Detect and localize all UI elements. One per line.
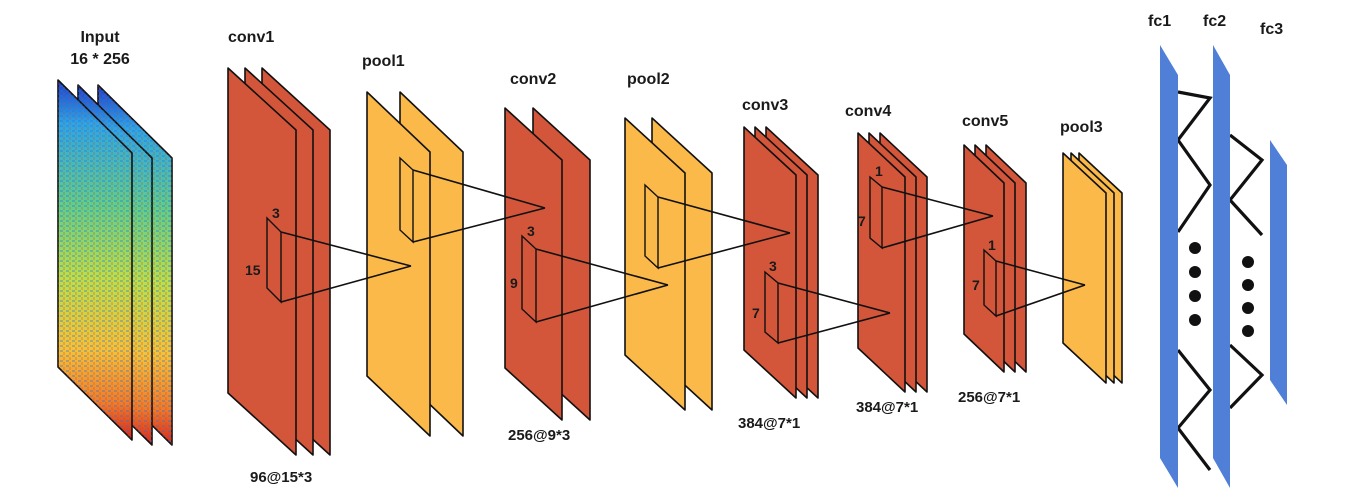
fc1-layer bbox=[1160, 45, 1178, 488]
pool2-label: pool2 bbox=[627, 71, 670, 88]
connector-conv3-conv4 bbox=[777, 282, 891, 344]
pool3-label: pool3 bbox=[1060, 119, 1103, 136]
conv2-label: conv2 bbox=[510, 71, 556, 88]
pool2-block bbox=[624, 117, 713, 411]
connector-conv4-conv5 bbox=[881, 186, 994, 249]
pool1-label: pool1 bbox=[362, 53, 405, 70]
conv5-kernel-height: 7 bbox=[972, 277, 980, 293]
connector-pool1-conv2 bbox=[412, 169, 546, 243]
conv3-kernel-width: 3 bbox=[769, 258, 777, 274]
conv2-kernel-height: 9 bbox=[510, 275, 518, 291]
input-title: Input bbox=[80, 29, 120, 46]
fc1-label: fc1 bbox=[1148, 13, 1171, 30]
conv2-block bbox=[504, 107, 591, 421]
conv1-kernel-width: 3 bbox=[272, 205, 280, 221]
conv5-dims: 256@7*1 bbox=[958, 389, 1020, 406]
input-plane-front bbox=[57, 79, 133, 441]
connector-pool2-conv3 bbox=[657, 196, 791, 269]
conv1-block bbox=[227, 67, 331, 456]
fc3-label: fc3 bbox=[1260, 21, 1283, 38]
conv3-block bbox=[743, 126, 819, 399]
conv3-label: conv3 bbox=[742, 97, 788, 114]
conv2-dims: 256@9*3 bbox=[508, 427, 570, 444]
conv2-kernel-width: 3 bbox=[527, 223, 535, 239]
connector-conv1-pool1 bbox=[280, 231, 412, 303]
conv5-label: conv5 bbox=[962, 113, 1008, 130]
conv3-kernel-height: 7 bbox=[752, 305, 760, 321]
fc1-fc2-ellipsis bbox=[1189, 242, 1201, 326]
conv1-dims: 96@15*3 bbox=[250, 469, 312, 486]
fc2-label: fc2 bbox=[1203, 13, 1226, 30]
input-size: 16 * 256 bbox=[70, 51, 130, 68]
conv4-block bbox=[857, 132, 928, 393]
conv1-kernel-height: 15 bbox=[245, 262, 261, 278]
conv4-kernel-width: 1 bbox=[875, 163, 883, 179]
connector-conv2-pool2 bbox=[535, 248, 669, 323]
conv4-label: conv4 bbox=[845, 103, 891, 120]
conv1-label: conv1 bbox=[228, 29, 274, 46]
conv4-dims: 384@7*1 bbox=[856, 399, 918, 416]
fc2-layer bbox=[1213, 45, 1230, 488]
fc3-layer bbox=[1270, 140, 1287, 405]
conv5-block bbox=[963, 144, 1027, 373]
fc2-fc3-ellipsis bbox=[1242, 256, 1254, 337]
connector-conv5-pool3 bbox=[995, 260, 1086, 317]
pool1-block bbox=[366, 91, 464, 437]
conv3-dims: 384@7*1 bbox=[738, 415, 800, 432]
pool3-block bbox=[1062, 152, 1123, 384]
input-spectrogram-stack bbox=[57, 79, 173, 446]
conv5-kernel-width: 1 bbox=[988, 237, 996, 253]
conv4-kernel-height: 7 bbox=[858, 213, 866, 229]
